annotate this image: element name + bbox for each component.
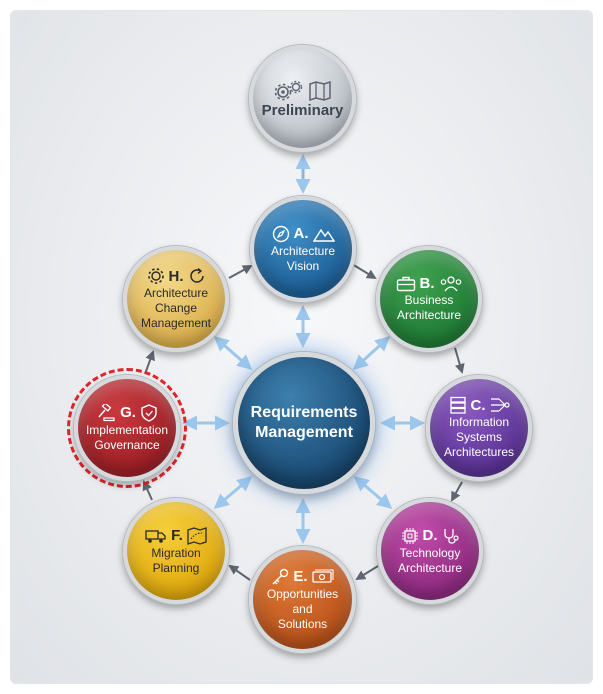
phase-a-line-2: Vision — [286, 258, 320, 273]
arrow-e-f — [228, 564, 251, 581]
phase-a-node[interactable]: A. Architecture Vision — [250, 196, 356, 302]
phase-h-header: H. — [147, 267, 206, 285]
briefcase-icon — [396, 275, 416, 292]
phase-g-node[interactable]: G. Implementation Governance — [74, 375, 180, 481]
refresh-icon — [188, 267, 206, 285]
arrow-d-e — [355, 565, 379, 581]
phase-b-letter: B. — [419, 275, 435, 292]
data-flow-icon — [490, 396, 510, 414]
phase-b-node[interactable]: B. Business Architecture — [376, 246, 482, 352]
phase-e-header: E. — [271, 568, 334, 586]
phase-f-line-2: Planning — [152, 560, 200, 575]
people-icon — [439, 275, 463, 292]
phase-f-header: F. — [145, 526, 207, 545]
phase-c-letter: C. — [470, 396, 486, 414]
phase-h-line-1: Architecture — [143, 286, 209, 300]
phase-c-node[interactable]: C. Information Systems Architectures — [426, 375, 532, 481]
map-icon — [308, 80, 332, 102]
arrow-a-b — [351, 263, 377, 280]
compass-icon — [272, 225, 290, 243]
phase-b-line-1: Business — [404, 293, 454, 307]
phase-d-letter: D. — [422, 527, 438, 544]
phase-g-highlight-ring — [67, 368, 187, 488]
preliminary-icons — [274, 80, 332, 102]
requirements-management-node[interactable]: Requirements Management — [233, 352, 375, 494]
spoke-f — [213, 476, 253, 509]
phase-h-letter: H. — [168, 267, 184, 285]
phase-b-header: B. — [396, 275, 463, 292]
mountain-icon — [312, 226, 335, 242]
arrow-h-a — [228, 265, 253, 279]
phase-d-header: D. — [401, 527, 460, 545]
money-icon — [311, 568, 334, 585]
phase-d-line-1: Technology — [399, 545, 461, 560]
phase-a-header: A. — [272, 225, 335, 243]
phase-c-line-1: Information — [448, 415, 510, 429]
phase-e-line-1: Opportunities — [266, 586, 339, 601]
phase-f-line-1: Migration — [151, 545, 201, 560]
gear-icon — [147, 267, 165, 285]
spoke-h — [213, 336, 253, 370]
stethoscope-icon — [442, 527, 460, 545]
phase-g-line-2: Governance — [94, 437, 160, 452]
phase-f-letter: F. — [171, 527, 183, 544]
gears-icon — [274, 80, 304, 102]
phase-h-line-3: Management — [140, 316, 212, 330]
phase-f-node[interactable]: F. Migration Planning — [123, 498, 229, 604]
phase-h-line-2: Change — [154, 301, 198, 315]
phase-g-line-1: Implementation — [85, 422, 169, 437]
phase-e-node[interactable]: E. Opportunities and Solutions — [249, 546, 356, 653]
spoke-b — [352, 335, 391, 371]
chip-icon — [401, 527, 419, 545]
phase-h-node[interactable]: H. Architecture Change Management — [123, 246, 229, 352]
spoke-d — [353, 476, 393, 509]
phase-c-line-2: Systems — [455, 430, 502, 444]
gavel-icon — [96, 403, 116, 422]
center-line-1: Requirements — [250, 404, 358, 421]
phase-g-letter: G. — [120, 404, 136, 421]
shield-icon — [140, 403, 158, 422]
phase-e-line-3: Solutions — [277, 616, 328, 631]
preliminary-label: Preliminary — [261, 101, 344, 119]
server-icon — [449, 396, 467, 414]
truck-icon — [145, 528, 167, 544]
phase-e-letter: E. — [293, 568, 308, 585]
key-icon — [271, 568, 289, 586]
phase-b-line-2: Architecture — [396, 308, 462, 322]
phase-d-node[interactable]: D. Technology Architecture — [377, 498, 483, 604]
route-map-icon — [187, 526, 207, 545]
phase-c-header: C. — [449, 396, 510, 414]
phase-d-line-2: Architecture — [397, 560, 463, 575]
preliminary-node[interactable]: Preliminary — [249, 45, 356, 152]
phase-a-letter: A. — [293, 225, 309, 242]
phase-c-line-3: Architectures — [443, 445, 515, 459]
phase-e-line-2: and — [292, 601, 313, 616]
arrow-b-c — [454, 347, 465, 374]
arrow-c-d — [451, 481, 463, 502]
phase-a-line-1: Architecture — [270, 243, 336, 258]
center-line-2: Management — [255, 424, 353, 441]
phase-g-header: G. — [96, 403, 158, 422]
